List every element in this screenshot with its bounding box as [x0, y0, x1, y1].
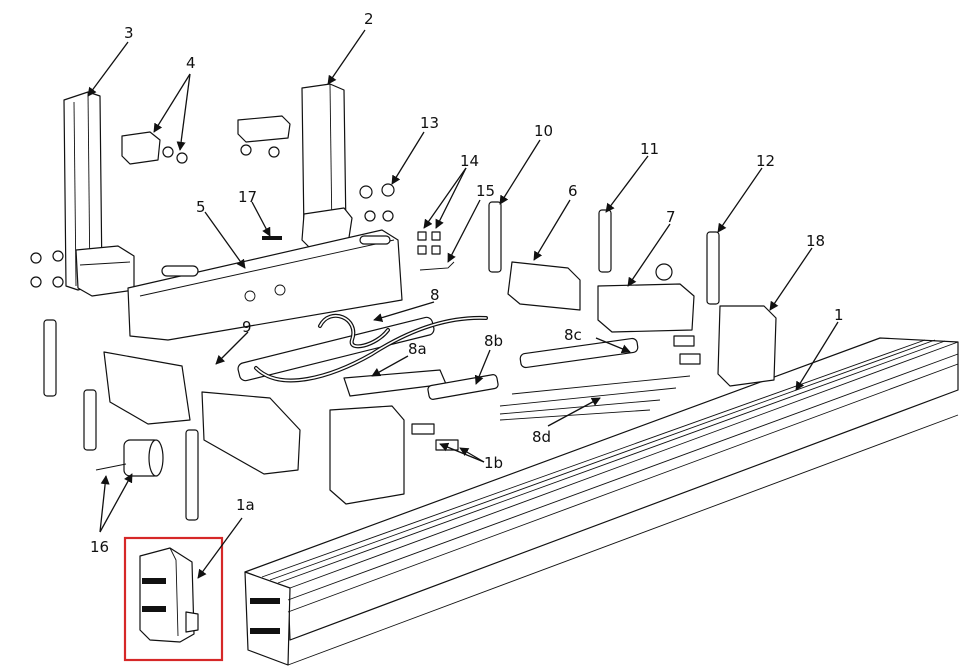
- callout-14: 14: [460, 152, 479, 170]
- callout-6: 6: [568, 182, 578, 200]
- small-brackets: [121, 115, 291, 165]
- callout-8a: 8a: [408, 340, 427, 358]
- callout-11: 11: [640, 140, 659, 158]
- callout-8d: 8d: [532, 428, 551, 446]
- mid-brackets: [507, 261, 695, 333]
- right-vertical-bracket: [301, 83, 353, 251]
- running-board: [244, 337, 959, 666]
- mount-plates: [103, 305, 777, 505]
- left-vertical-bracket: [63, 91, 135, 297]
- callout-18: 18: [806, 232, 825, 250]
- callout-3: 3: [124, 24, 134, 42]
- callout-15: 15: [476, 182, 495, 200]
- callout-1: 1: [834, 306, 844, 324]
- callout-2: 2: [364, 10, 374, 28]
- small-hardware: [262, 231, 455, 271]
- leader-lines: [87, 29, 839, 579]
- pivot-pins: [43, 201, 720, 521]
- callout-10: 10: [534, 122, 553, 140]
- callout-12: 12: [756, 152, 775, 170]
- callout-1b: 1b: [484, 454, 503, 472]
- callout-8: 8: [430, 286, 440, 304]
- nuts: [30, 183, 395, 288]
- callout-13: 13: [420, 114, 439, 132]
- callout-7: 7: [666, 208, 676, 226]
- callout-9: 9: [242, 318, 252, 336]
- callout-4: 4: [186, 54, 196, 72]
- actuator-assembly: [237, 313, 691, 421]
- end-cap: [139, 547, 199, 643]
- callout-labels: 3 2 4 5 17 13 14 15 10 6 11 7 12 18 1 8 …: [90, 10, 844, 556]
- callout-5: 5: [196, 198, 206, 216]
- long-mounting-bracket: [127, 229, 403, 341]
- callout-8c: 8c: [564, 326, 582, 344]
- callout-17: 17: [238, 188, 257, 206]
- highlight-box: [123, 536, 224, 662]
- callout-1a: 1a: [236, 496, 255, 514]
- callout-8b: 8b: [484, 332, 503, 350]
- callout-16: 16: [90, 538, 109, 556]
